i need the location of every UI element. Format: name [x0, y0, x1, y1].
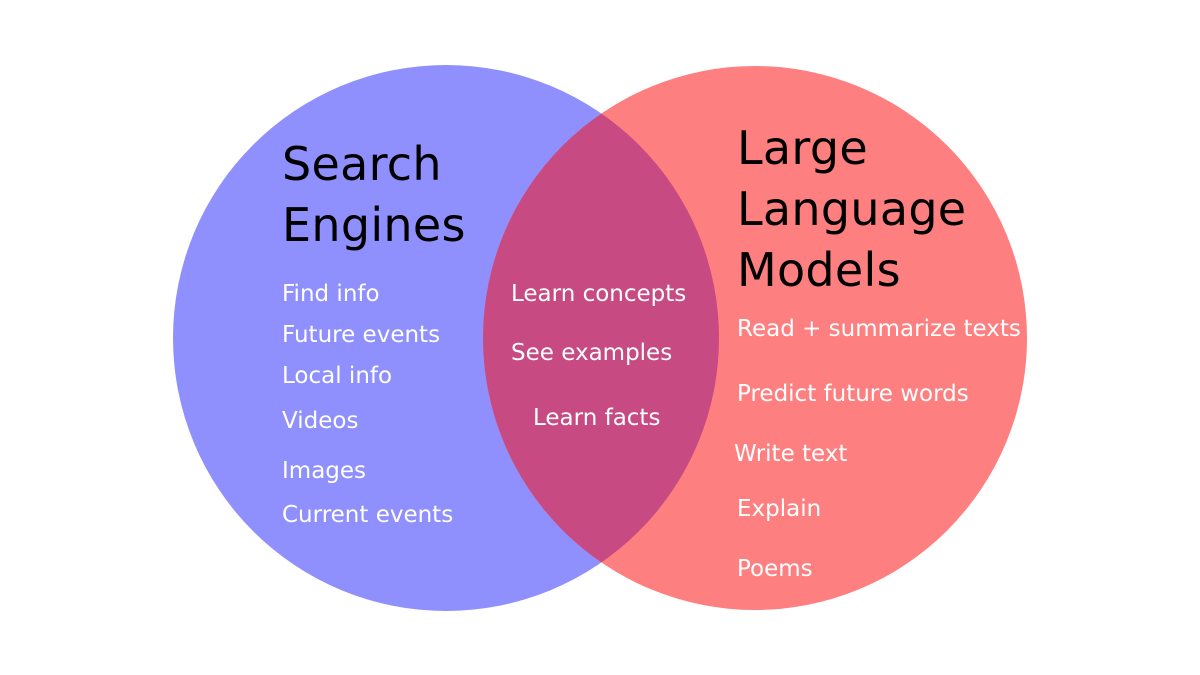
title-line: Large: [737, 121, 868, 175]
llm-item: Explain: [737, 496, 822, 522]
overlap-item: Learn concepts: [511, 281, 687, 307]
overlap-item: Learn facts: [533, 405, 661, 431]
title-line: Search: [282, 137, 442, 191]
llm-item: Read + summarize texts: [737, 316, 1021, 342]
search-engines-title: Search Engines: [282, 134, 466, 256]
overlap-item: See examples: [511, 340, 673, 366]
search-engines-item: Find info: [282, 281, 380, 307]
search-engines-item: Videos: [282, 408, 359, 434]
llm-item: Poems: [737, 556, 813, 582]
search-engines-item: Future events: [282, 322, 441, 348]
search-engines-item: Local info: [282, 363, 393, 389]
search-engines-item: Current events: [282, 502, 454, 528]
search-engines-item: Images: [282, 458, 367, 484]
title-line: Language: [737, 182, 967, 236]
title-line: Engines: [282, 198, 466, 252]
llm-item: Write text: [734, 441, 848, 467]
llm-title: Large Language Models: [737, 118, 966, 301]
title-line: Models: [737, 243, 901, 297]
llm-item: Predict future words: [737, 381, 969, 407]
overlap-region: [483, 66, 719, 610]
